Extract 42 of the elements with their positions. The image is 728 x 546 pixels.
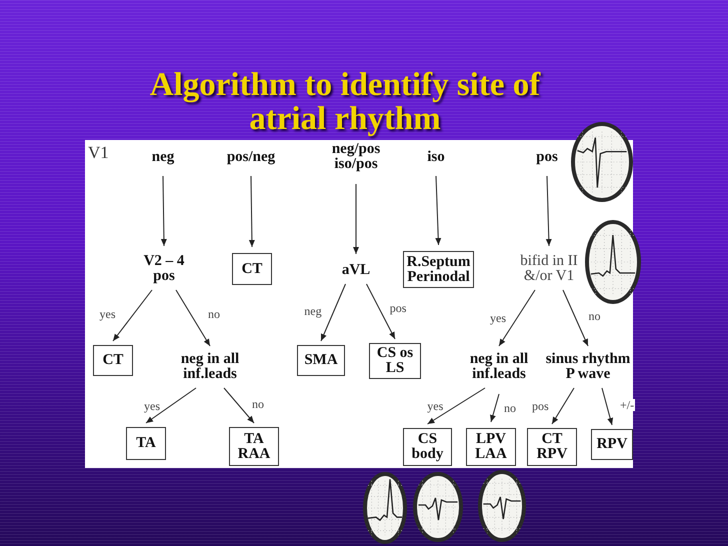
site-box: TA RAA [229,427,279,466]
site-box: CS os LS [369,343,421,379]
criterion-text: sinus rhythm P wave [545,350,631,384]
arrow [224,388,254,424]
criterion-text: neg in all inf.leads [460,350,538,384]
arrow [160,176,167,246]
site-box: LPV LAA [466,428,516,466]
criterion-text: neg in all inf.leads [172,350,248,384]
site-box: RPV [591,429,633,460]
site-box: CT [93,345,133,376]
site-box: CT [232,253,272,285]
lead-label: V1 [88,143,109,163]
criterion-text: iso [420,148,452,166]
arrow [552,388,574,424]
criterion-text: V2 – 4 pos [140,252,188,286]
arrow [562,290,588,346]
arrow [498,290,536,346]
arrow [602,388,614,426]
criterion-text: bifid in II &/or V1 [516,252,582,286]
arrow [146,388,196,424]
arrow [248,176,255,248]
arrow [546,176,552,246]
arrow [427,388,486,424]
criterion-text: neg [143,148,183,166]
site-box: TA [126,427,166,460]
arrow [176,290,210,346]
slide-title: Algorithm to identify site of atrial rhythm [148,68,542,136]
arrow [366,284,396,340]
criterion-text: pos/neg [222,148,280,166]
site-box: CT RPV [527,428,577,466]
arrow [320,284,346,342]
edge-label: +/- [619,398,636,410]
arrow [112,290,152,342]
site-box: SMA [297,345,345,376]
arrow [353,184,359,254]
criterion-text: aVL [335,260,377,280]
site-box: CS body [403,428,452,466]
criterion-text: neg/pos iso/pos [318,140,394,174]
criterion-text: pos [530,148,564,166]
arrow [435,176,442,246]
site-box: R.Septum Perinodal [403,251,474,288]
arrow [490,394,500,422]
